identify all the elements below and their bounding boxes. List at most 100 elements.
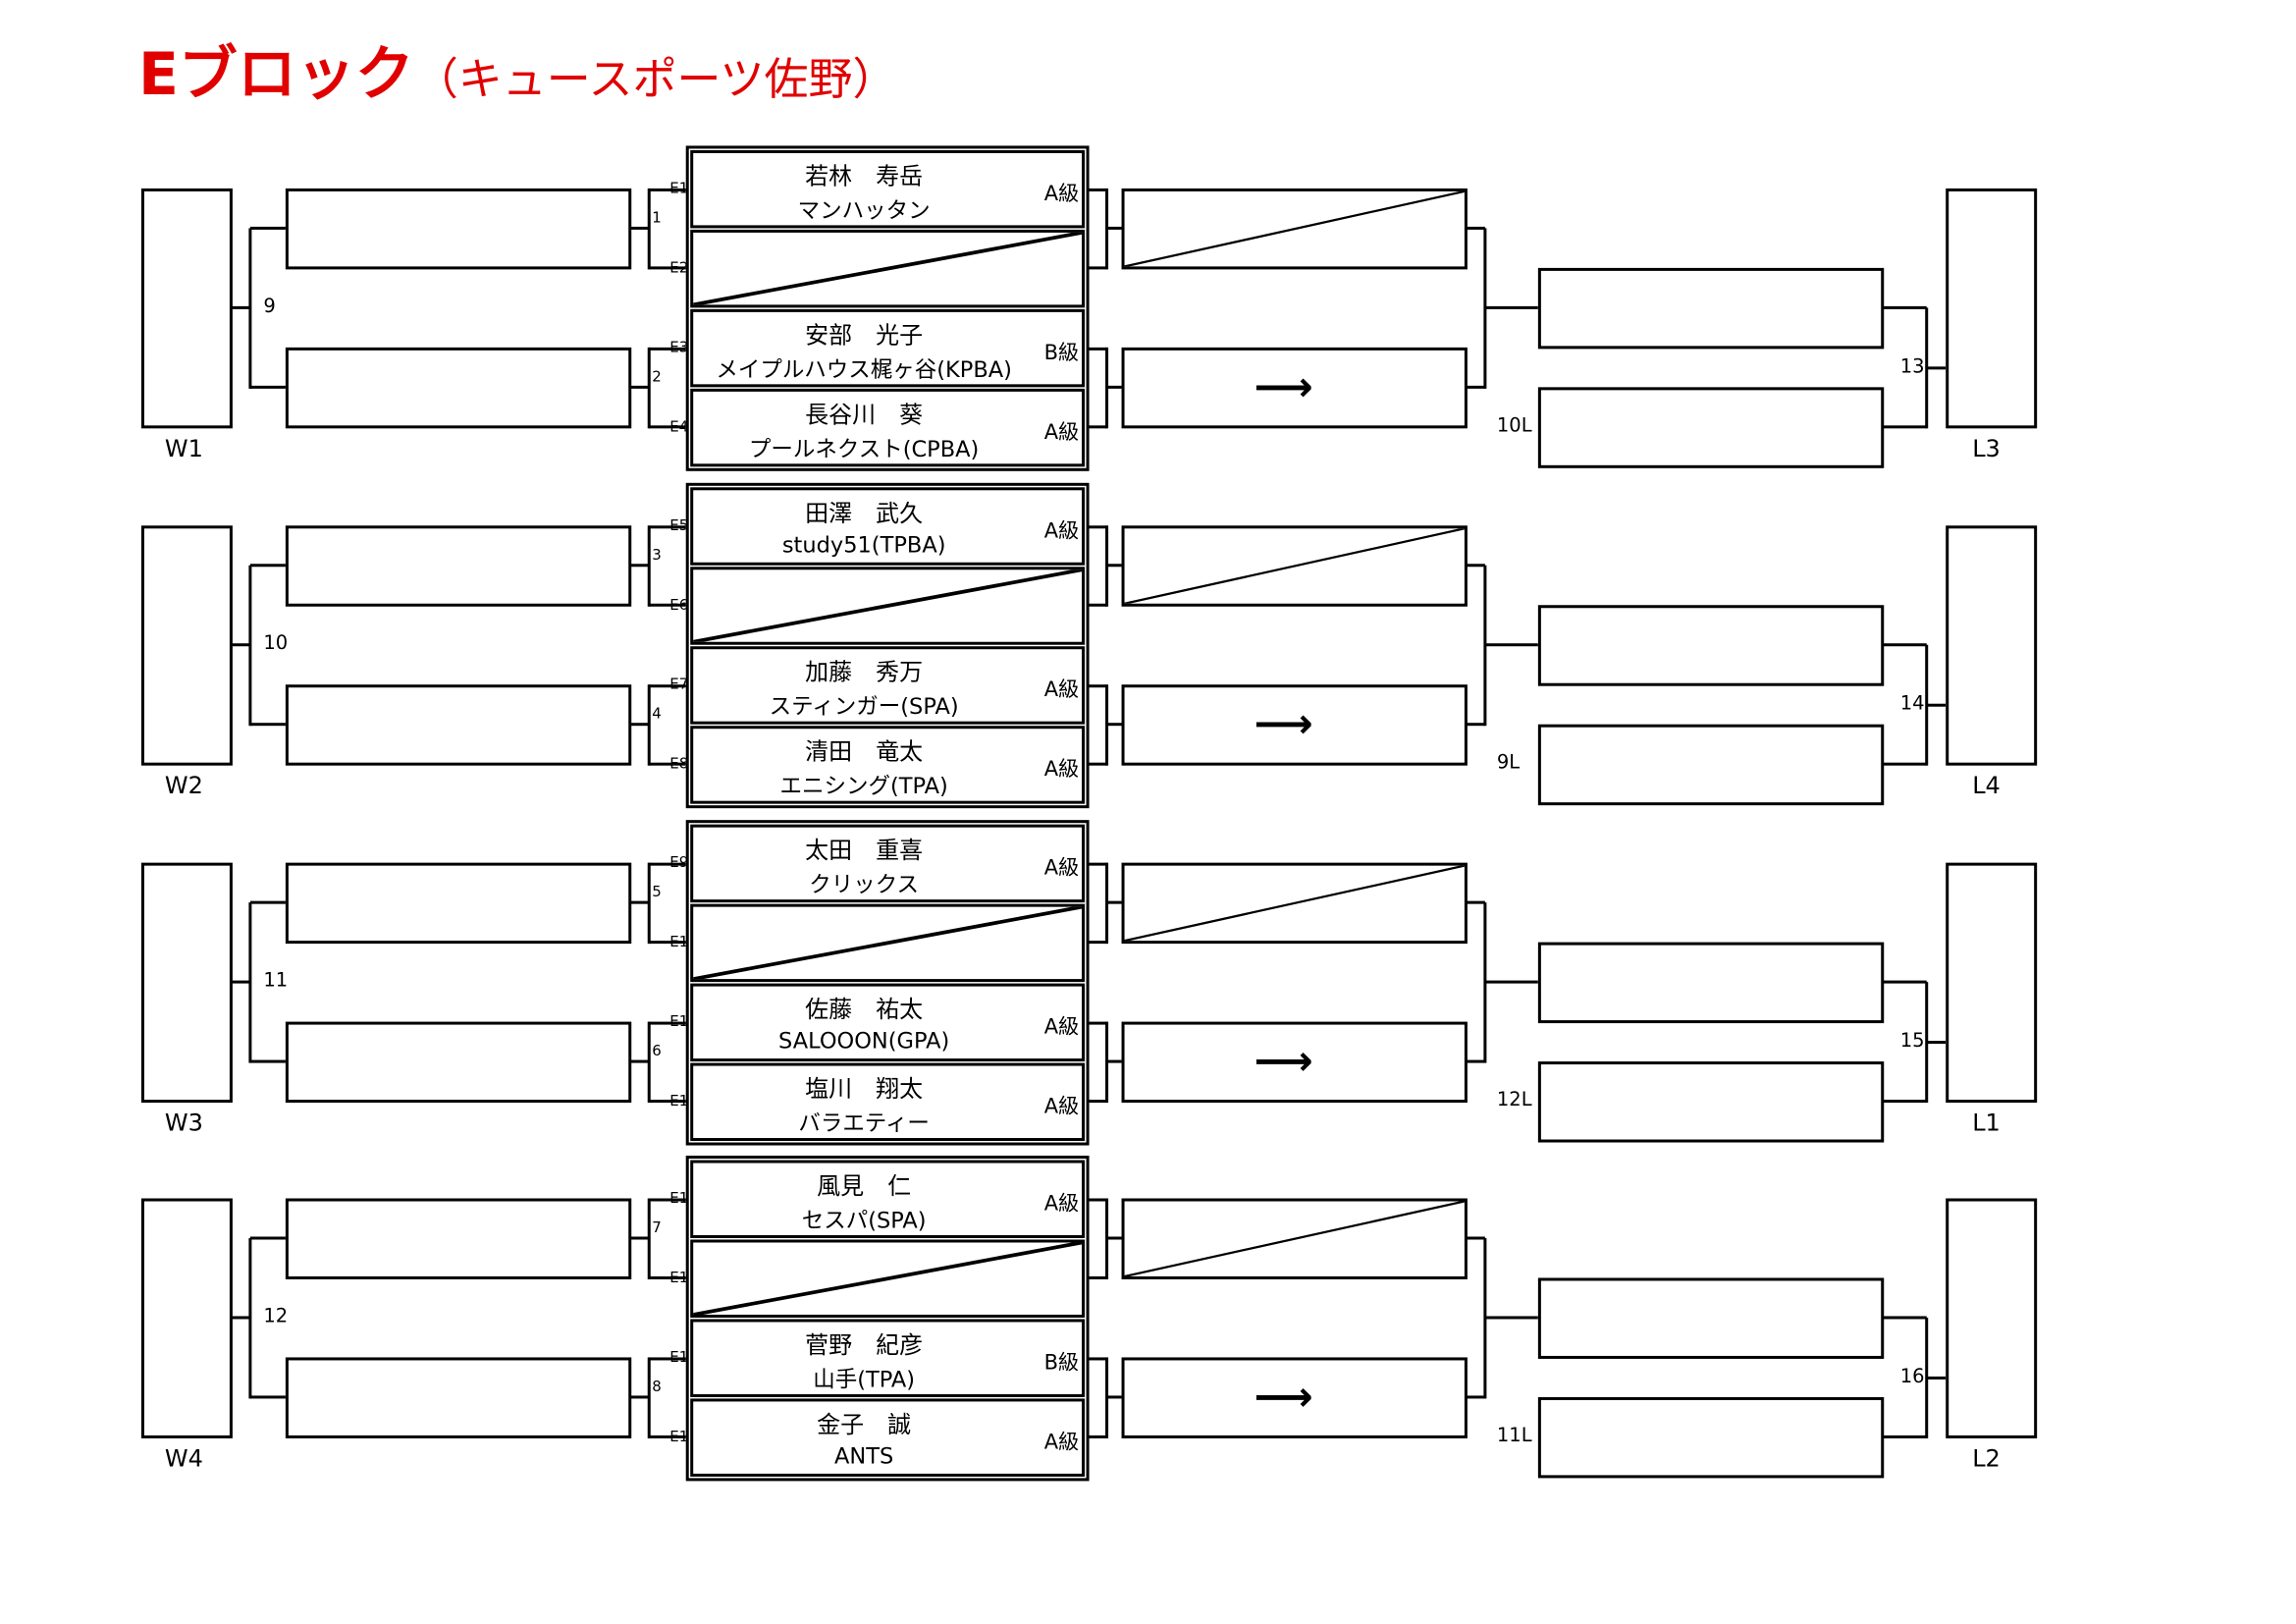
match-slot-box bbox=[1121, 862, 1468, 945]
bracket-line bbox=[1088, 347, 1107, 351]
bracket-line bbox=[1088, 1275, 1107, 1279]
bracket-line bbox=[1088, 603, 1107, 607]
bracket-line bbox=[649, 1021, 689, 1025]
match-slot-box bbox=[1537, 1061, 1885, 1143]
bracket-line bbox=[629, 226, 650, 230]
player-grade: B級 bbox=[1043, 341, 1080, 365]
match-slot-box: ⟶ bbox=[1121, 347, 1468, 429]
bracket-line bbox=[649, 266, 689, 270]
winner-slot-box bbox=[140, 1198, 233, 1438]
bracket-line bbox=[1466, 900, 1485, 904]
player-name: 佐藤 祐太 bbox=[805, 995, 924, 1024]
match-slot-box bbox=[285, 862, 632, 945]
player-name: 田澤 武久 bbox=[805, 499, 924, 527]
arrow-right-icon: ⟶ bbox=[1254, 1372, 1313, 1421]
arrow-right-icon: ⟶ bbox=[1254, 1036, 1313, 1086]
bracket-line bbox=[231, 643, 250, 647]
match-number: 10 bbox=[263, 632, 289, 656]
bracket-line bbox=[649, 1198, 689, 1202]
match-number: 2 bbox=[652, 369, 662, 386]
match-slot-box bbox=[1537, 605, 1885, 686]
bracket-line bbox=[1106, 385, 1122, 389]
player-name: 風見 仁 bbox=[817, 1171, 912, 1201]
player-name: 菅野 紀彦 bbox=[805, 1330, 924, 1359]
bracket-line bbox=[1106, 226, 1122, 230]
player-name: 加藤 秀万 bbox=[805, 658, 924, 686]
loser-source-label: 11L bbox=[1496, 1425, 1532, 1447]
bracket-line bbox=[1088, 425, 1107, 429]
player-team: プールネクスト(CPBA) bbox=[748, 435, 980, 462]
bracket-line bbox=[1088, 1435, 1107, 1438]
bracket-line bbox=[647, 684, 651, 766]
bracket-line bbox=[629, 1059, 650, 1063]
player-grade: A級 bbox=[1043, 1015, 1080, 1040]
match-number: 11 bbox=[263, 970, 289, 993]
player-grade: A級 bbox=[1043, 678, 1080, 703]
match-number: 3 bbox=[652, 547, 662, 565]
bye-entry bbox=[690, 903, 1086, 983]
bye-slash-icon bbox=[1124, 1201, 1465, 1276]
match-number: 13 bbox=[1899, 355, 1925, 379]
player-name: 長谷川 葵 bbox=[805, 400, 924, 429]
bye-slash-icon bbox=[693, 232, 1083, 305]
bracket-line bbox=[649, 603, 689, 607]
bracket-line bbox=[1926, 1376, 1947, 1380]
entry-group bbox=[685, 145, 1090, 471]
player-entry: 佐藤 祐太 SALOOON(GPA) A級 bbox=[690, 983, 1086, 1062]
bracket-line bbox=[1466, 564, 1485, 568]
bracket-line bbox=[1466, 723, 1485, 727]
bracket-line bbox=[248, 228, 252, 389]
bracket-line bbox=[629, 723, 650, 727]
player-grade: A級 bbox=[1043, 1095, 1080, 1119]
bracket-line bbox=[1926, 703, 1947, 707]
match-slot-box bbox=[1537, 387, 1885, 468]
bye-slash-icon bbox=[693, 569, 1083, 642]
winner-slot-label: W3 bbox=[164, 1109, 203, 1137]
loser-slot-box bbox=[1946, 525, 2038, 766]
match-number: 9 bbox=[263, 296, 276, 318]
bracket-line bbox=[1106, 1395, 1122, 1399]
bracket-line bbox=[1106, 1059, 1122, 1063]
bracket-line bbox=[248, 565, 252, 727]
bracket-line bbox=[1106, 900, 1122, 904]
bracket-line bbox=[1106, 564, 1122, 568]
player-name: 太田 重喜 bbox=[805, 836, 924, 865]
player-team: メイプルハウス梶ヶ谷(KPBA) bbox=[716, 355, 1012, 383]
bracket-line bbox=[647, 1357, 651, 1438]
bye-slash-icon bbox=[1124, 190, 1465, 267]
bracket-line bbox=[629, 385, 650, 389]
match-number: 4 bbox=[652, 706, 662, 724]
match-number: 16 bbox=[1899, 1366, 1925, 1388]
match-slot-box bbox=[285, 1021, 632, 1104]
match-slot-box: ⟶ bbox=[1121, 1021, 1468, 1104]
arrow-right-icon: ⟶ bbox=[1254, 361, 1313, 411]
bracket-line bbox=[231, 980, 250, 984]
winner-slot-box bbox=[140, 525, 233, 766]
seed-label: E6 bbox=[669, 597, 689, 615]
match-number: 1 bbox=[652, 210, 662, 227]
bracket-line bbox=[249, 1236, 286, 1240]
match-slot-box bbox=[285, 188, 632, 270]
bye-slash-icon bbox=[693, 906, 1083, 980]
player-grade: A級 bbox=[1043, 420, 1080, 445]
player-grade: A級 bbox=[1043, 1192, 1080, 1217]
player-entry: 清田 竜太エニシング(TPA)A級 bbox=[690, 726, 1086, 804]
loser-slot-label: L4 bbox=[1972, 771, 2001, 800]
bracket-line bbox=[249, 900, 286, 904]
player-entry: 菅野 紀彦山手(TPA)B級 bbox=[690, 1319, 1086, 1397]
bracket-line bbox=[649, 347, 689, 351]
seed-label: E7 bbox=[669, 677, 689, 694]
player-grade: A級 bbox=[1043, 519, 1080, 544]
loser-slot-box bbox=[1946, 1198, 2038, 1438]
bracket-line bbox=[1882, 305, 1927, 309]
bracket-line bbox=[1466, 1395, 1485, 1399]
loser-slot-box bbox=[1946, 862, 2038, 1104]
player-grade: A級 bbox=[1043, 1431, 1080, 1455]
match-slot-box: ⟶ bbox=[1121, 684, 1468, 766]
title-sub: （キュースポーツ佐野） bbox=[413, 54, 897, 106]
bracket-line bbox=[231, 1316, 250, 1320]
player-team: SALOOON(GPA) bbox=[778, 1027, 950, 1055]
winner-slot-label: W1 bbox=[164, 434, 203, 462]
